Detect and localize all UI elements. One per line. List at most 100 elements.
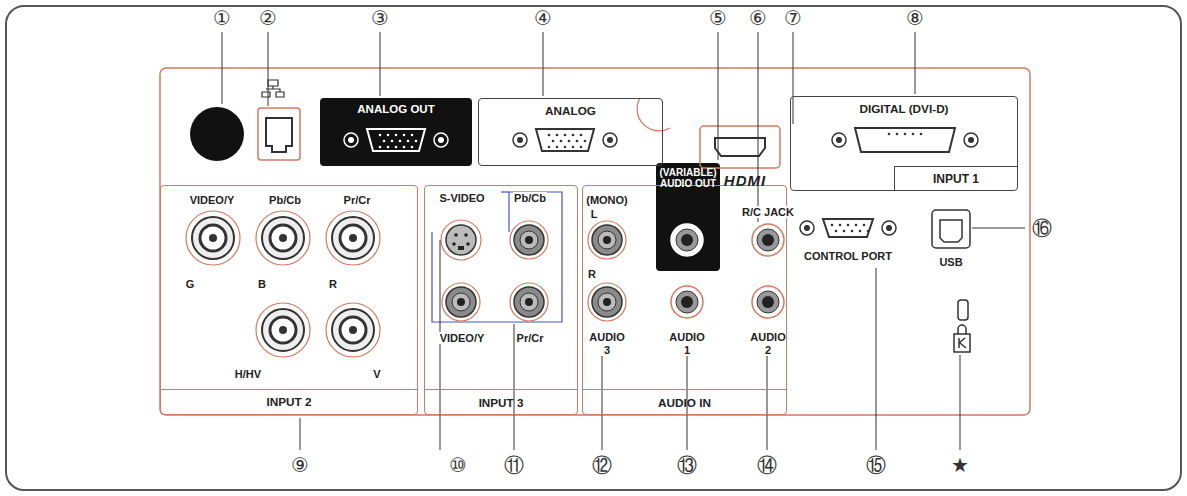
leader-line xyxy=(380,32,381,96)
port-label: S-VIDEO xyxy=(438,192,485,204)
audio-out-ground xyxy=(656,163,720,271)
leader-line xyxy=(514,324,515,450)
callout-number: ⑪ xyxy=(504,452,524,479)
leader-line xyxy=(300,418,301,450)
port-label: VIDEO/Y xyxy=(439,332,486,344)
callout-number: ⑥ xyxy=(749,6,767,30)
leader-line xyxy=(440,240,441,450)
port-label: Pr/Cr xyxy=(516,332,545,344)
hdmi-port xyxy=(700,126,780,168)
bnc-jack xyxy=(326,303,380,357)
panel-notch xyxy=(637,98,670,131)
group-label: ANALOG OUT xyxy=(320,103,472,115)
port-label: AUDIO 1 xyxy=(666,331,708,356)
terminal-group: ANALOG OUT xyxy=(320,98,472,166)
leader-line xyxy=(972,228,1025,229)
port-label: USB xyxy=(938,256,963,268)
group-label: (VARIABLE) AUDIO OUT xyxy=(656,167,720,189)
usb-port xyxy=(932,210,970,248)
group-label: INPUT 3 xyxy=(425,389,577,414)
mini-jack xyxy=(752,224,784,256)
group-label: INPUT 2 xyxy=(161,389,417,414)
callout-number: ③ xyxy=(371,6,389,30)
port-label: AUDIO 2 xyxy=(747,331,789,356)
leader-line xyxy=(767,356,768,450)
bnc-jack xyxy=(326,211,380,265)
rca-jack xyxy=(510,221,548,259)
analog-out-ground xyxy=(320,98,472,166)
port-label: R xyxy=(328,278,338,290)
rca-jack xyxy=(588,221,626,259)
callout-number: ⑭ xyxy=(757,452,777,479)
terminal-group: INPUT 3 xyxy=(424,185,578,415)
callout-number: ⑤ xyxy=(709,6,727,30)
callout-number: ⑯ xyxy=(1032,215,1052,242)
input3-bracket xyxy=(432,192,562,322)
port-label: Pr/Cr xyxy=(343,194,372,206)
frame xyxy=(6,6,1181,490)
callout-number: ⑬ xyxy=(677,452,697,479)
terminal-group: DIGITAL (DVI-D) INPUT 1 xyxy=(790,96,1018,191)
bnc-jack xyxy=(256,303,310,357)
leader-line xyxy=(718,32,719,160)
terminal-group: ANALOG xyxy=(478,98,663,166)
port-label: Pb/Cb xyxy=(268,194,302,206)
port-label: L xyxy=(590,208,599,220)
port-label: (MONO) xyxy=(585,194,629,206)
mini-jack xyxy=(671,224,703,256)
port-label: VIDEO/Y xyxy=(189,194,236,206)
rca-jack xyxy=(510,283,548,321)
port-label: V xyxy=(372,368,381,380)
leader-line xyxy=(222,32,223,104)
callout-number: ⑮ xyxy=(866,452,886,479)
port-label: Pb/Cb xyxy=(513,192,547,204)
bnc-jack xyxy=(256,211,310,265)
callout-number: ★ xyxy=(951,453,969,477)
callout-number: ⑩ xyxy=(449,453,467,477)
leader-line xyxy=(793,32,794,124)
group-label: INPUT 1 xyxy=(894,166,1017,190)
rca-jack xyxy=(588,283,626,321)
vga-connector xyxy=(344,129,448,151)
panel-outline xyxy=(160,68,1030,415)
terminal-group: (VARIABLE) AUDIO OUT xyxy=(656,163,720,271)
callout-number: ② xyxy=(259,6,277,30)
port-label: B xyxy=(257,278,267,290)
vga-connector xyxy=(513,129,617,151)
port-label: R xyxy=(587,268,597,280)
terminal-group: AUDIO IN xyxy=(582,185,787,415)
leader-line xyxy=(960,355,961,450)
mini-jack xyxy=(752,286,784,318)
group-label: AUDIO IN xyxy=(583,389,786,414)
callout-number: ⑨ xyxy=(291,453,309,477)
port-label: H/HV xyxy=(234,368,262,380)
leader-line xyxy=(876,268,877,450)
port-label: G xyxy=(185,278,196,290)
s-video-jack xyxy=(441,220,481,260)
terminal-group: INPUT 2 xyxy=(160,185,418,415)
callout-number: ① xyxy=(213,6,231,30)
port-label: CONTROL PORT xyxy=(803,250,893,262)
port-label: R/C JACK xyxy=(741,206,795,218)
bnc-jack xyxy=(186,211,240,265)
group-label: DIGITAL (DVI-D) xyxy=(791,102,1017,115)
callout-number: ④ xyxy=(534,6,552,30)
sensor xyxy=(190,107,244,161)
leader-line xyxy=(268,32,269,106)
leader-line xyxy=(602,356,603,450)
mini-jack xyxy=(671,286,703,318)
hdmi-logo: HDMI xyxy=(724,172,766,189)
leader-line xyxy=(543,32,544,96)
port-label: AUDIO 3 xyxy=(586,331,628,356)
rca-jack xyxy=(442,283,480,321)
dvi-connector xyxy=(832,128,978,152)
serial-connector xyxy=(800,219,896,237)
lan-port xyxy=(258,80,300,160)
leader-line xyxy=(758,32,759,222)
kensington-slot xyxy=(954,300,970,352)
leader-line xyxy=(915,32,916,94)
group-label: ANALOG xyxy=(479,104,662,117)
callout-number: ⑫ xyxy=(592,452,612,479)
